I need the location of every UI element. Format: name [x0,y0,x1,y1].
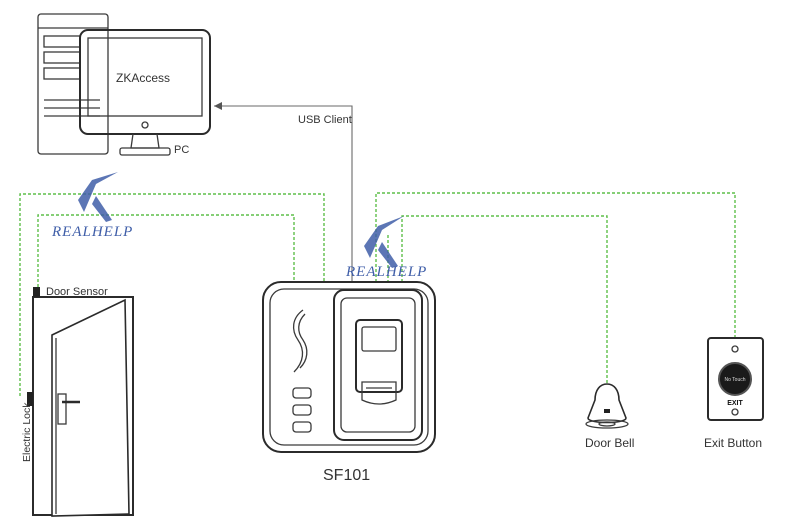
exit-plate-text: EXIT [727,400,743,407]
exit-button-face-text: No Touch [724,377,745,383]
wire-exit-button [375,192,736,338]
fingerprint-slot [355,319,403,393]
watermark-logo-icon: REALHELP [51,172,133,240]
pc-label: PC [174,144,189,156]
usb-arrowhead [214,102,222,110]
wire-door-sensor [37,214,295,292]
exit-button-face [718,362,752,396]
exit-plate [707,337,764,421]
door-leaf [51,298,130,517]
door-bell-label: Door Bell [585,436,634,450]
watermark-text-1: REALHELP [51,224,133,240]
exit-button-label: Exit Button [704,436,762,450]
fingerprint-terminal-icon: SF101 [262,281,436,484]
terminal-body [262,281,436,453]
door-sensor [33,287,40,297]
terminal-logo [292,309,304,373]
wires [19,192,736,396]
exit-button-icon: No Touch EXIT Exit Button [704,337,764,450]
terminal-key-2 [292,404,312,416]
wire-electric-lock [19,193,325,396]
pc-tower [37,13,109,155]
watermark-text-2: REALHELP [345,264,427,280]
electric-lock-label: Electric Lock [21,402,33,462]
terminal-model-label: SF101 [323,467,370,484]
desktop-pc-icon: ZKAccess PC [37,13,211,156]
electric-lock-box [27,392,33,406]
door-bell-icon: Door Bell [585,383,634,450]
watermark-logo-icon-2: REALHELP [345,216,427,280]
pc-screen-app: ZKAccess [116,71,170,85]
usb-label: USB Client [298,114,352,126]
pc-screen [87,37,203,117]
door-lock-plate [57,393,67,425]
door-icon: Door Sensor Electric Lock [21,286,134,517]
usb-line [214,105,353,282]
wire-door-bell [401,215,608,383]
terminal-key-3 [292,421,312,433]
bell-body [587,383,627,424]
usb-connection: USB Client [214,102,353,282]
terminal-sensor-panel [333,289,423,441]
pc-monitor [79,29,211,135]
door-sensor-label: Door Sensor [46,286,108,298]
terminal-key-1 [292,387,312,399]
fingerprint-guide [361,381,397,405]
